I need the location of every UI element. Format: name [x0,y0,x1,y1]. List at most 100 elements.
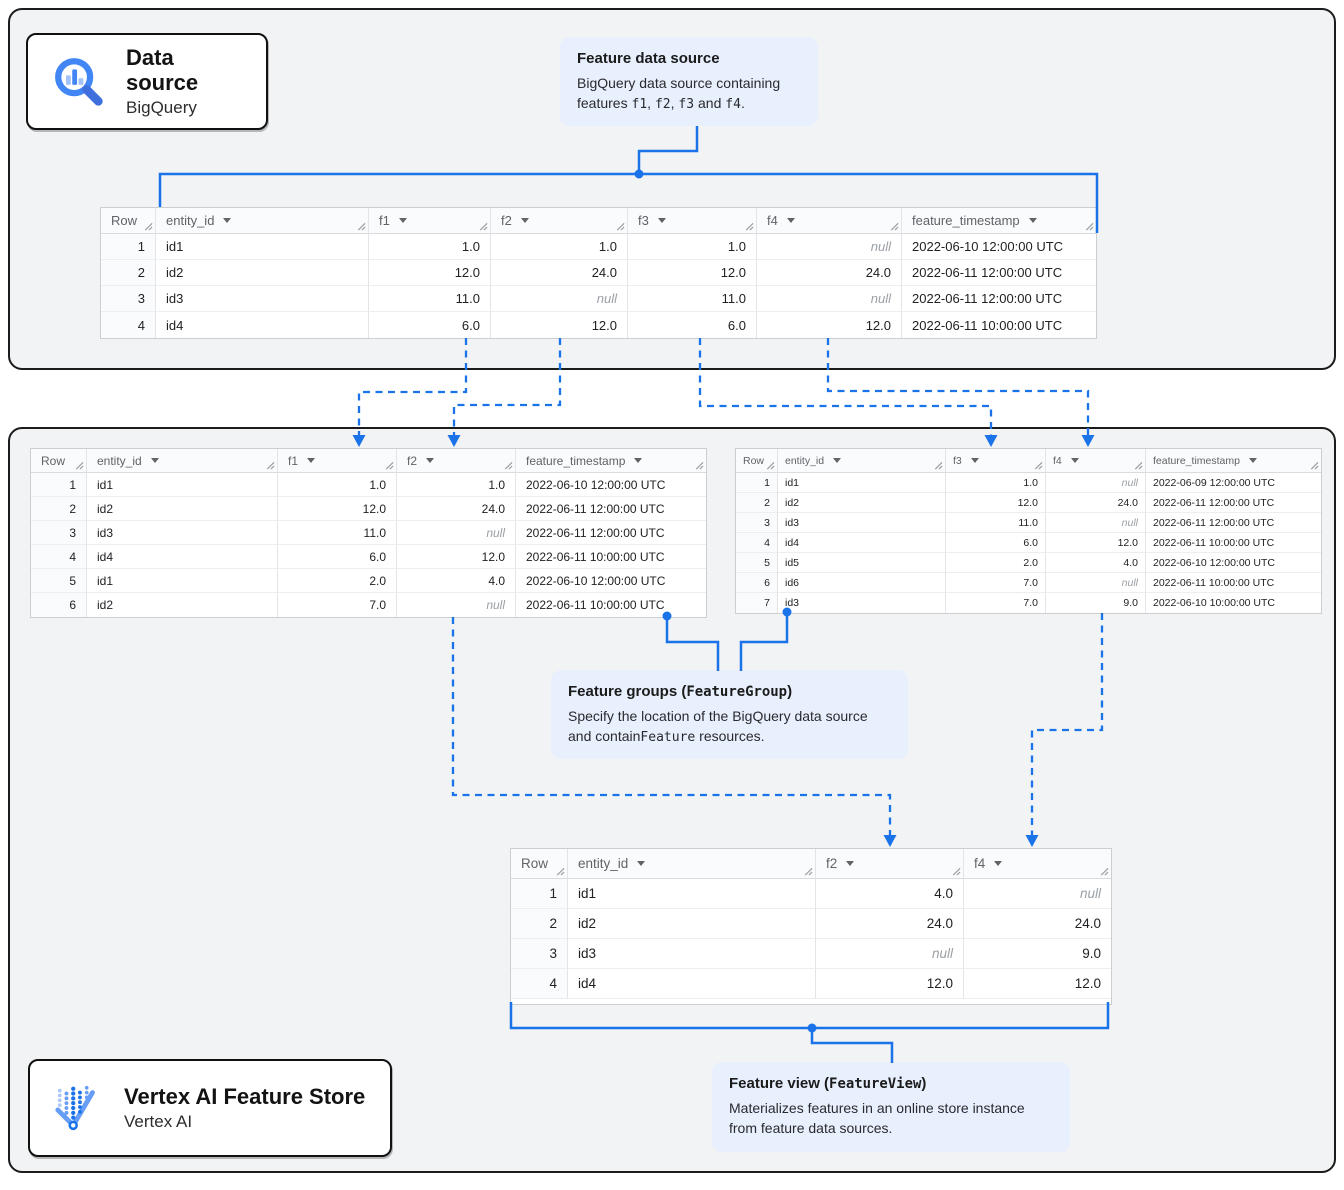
column-header-entity_id[interactable]: entity_id [778,449,946,473]
table-cell: id2 [87,593,278,617]
text-part: resources. [695,728,765,745]
sort-dropdown-icon[interactable] [223,218,232,223]
table-cell: 24.0 [757,260,902,286]
table-cell: 11.0 [628,286,757,312]
text-part: . [740,95,745,112]
table-cell: 2022-06-11 10:00:00 UTC [912,317,1063,333]
sort-dropdown-icon[interactable] [307,458,316,463]
sort-dropdown-icon[interactable] [1248,458,1257,463]
table-cell: 6.0 [369,312,491,338]
table-cell: null [757,234,902,260]
column-header-f2[interactable]: f2 [816,849,964,879]
sort-dropdown-icon[interactable] [657,218,666,223]
sort-dropdown-icon[interactable] [1028,218,1037,223]
table-cell: 2022-06-11 12:00:00 UTC [516,521,706,545]
column-header-feature_timestamp[interactable]: feature_timestamp [902,208,1096,234]
column-header-label: Row [41,453,66,468]
column-header-label: feature_timestamp [526,453,626,468]
feature-data-source-callout-title: Feature data source [577,50,720,67]
table-cell: 12.0 [964,969,1111,999]
column-header-f3[interactable]: f3 [946,449,1046,473]
column-header-f3[interactable]: f3 [628,208,757,234]
column-header-f4[interactable]: f4 [1046,449,1146,473]
text-part: and [694,95,726,112]
table-cell: 24.0 [964,909,1111,939]
table-cell: 2 [736,493,778,513]
table-cell: 24.0 [816,909,964,939]
table-cell: null [757,286,902,312]
table-cell: 24.0 [491,260,628,286]
sort-dropdown-icon[interactable] [398,218,407,223]
sort-dropdown-icon[interactable] [634,458,643,463]
column-header-Row: Row [736,449,778,473]
column-header-Row: Row [101,208,156,234]
sort-dropdown-icon[interactable] [637,861,646,866]
table-cell: 12.0 [397,545,516,569]
table-cell: 3 [511,939,568,969]
text-part: , [670,95,679,112]
sort-dropdown-icon[interactable] [150,458,159,463]
column-header-entity_id[interactable]: entity_id [87,449,278,473]
table-cell: null [397,521,516,545]
sort-dropdown-icon[interactable] [833,458,842,463]
sort-dropdown-icon[interactable] [970,458,979,463]
sort-dropdown-icon[interactable] [786,218,795,223]
sort-dropdown-icon[interactable] [426,458,435,463]
table-cell: 2022-06-11 10:00:00 UTC [526,598,665,612]
column-header-f1[interactable]: f1 [278,449,397,473]
feature-data-source-callout: Feature data source BigQuery data source… [560,37,818,126]
feature-data-source-callout-body: BigQuery data source containing features… [577,73,801,115]
table-cell: id4 [87,545,278,569]
table-cell: 7 [736,593,778,613]
column-header-f1[interactable]: f1 [369,208,491,234]
column-header-label: f4 [974,856,986,871]
vertex-ai-icon [52,1081,106,1135]
resize-grip-icon [357,222,366,231]
resize-grip-icon [504,461,513,470]
column-header-entity_id[interactable]: entity_id [156,208,369,234]
column-header-f2[interactable]: f2 [491,208,628,234]
table-cell: 3 [101,286,156,312]
table-cell: id1 [87,473,278,497]
table-cell: 2.0 [946,553,1046,573]
table-cell: 6 [736,573,778,593]
resize-grip-icon [1310,461,1319,470]
sort-dropdown-icon[interactable] [846,861,855,866]
column-header-label: f2 [407,453,418,468]
table-cell: id3 [778,593,946,613]
table-cell: 24.0 [397,497,516,521]
sort-dropdown-icon[interactable] [1070,458,1079,463]
data-source-card: Data source BigQuery [26,33,268,130]
resize-grip-icon [745,222,754,231]
code-text: FeatureView [829,1076,922,1092]
data-source-card-title: Data source [126,44,199,95]
column-header-feature_timestamp[interactable]: feature_timestamp [1146,449,1321,473]
sort-dropdown-icon[interactable] [994,861,1003,866]
sort-dropdown-icon[interactable] [520,218,529,223]
column-header-f4[interactable]: f4 [757,208,902,234]
table-cell: null [397,593,516,617]
column-header-label: f1 [379,213,390,228]
column-header-f4[interactable]: f4 [964,849,1111,879]
column-header-f2[interactable]: f2 [397,449,516,473]
feature-groups-callout-body: Specify the location of the BigQuery dat… [568,706,891,748]
column-header-feature_timestamp[interactable]: feature_timestamp [516,449,706,473]
resize-grip-icon [890,222,899,231]
column-header-entity_id[interactable]: entity_id [568,849,816,879]
resize-grip-icon [952,867,961,876]
table-cell: id3 [778,513,946,533]
table-cell: 24.0 [1046,493,1146,513]
table-cell: id4 [156,312,369,338]
table-cell: id1 [568,879,816,909]
table-cell: id1 [156,234,369,260]
